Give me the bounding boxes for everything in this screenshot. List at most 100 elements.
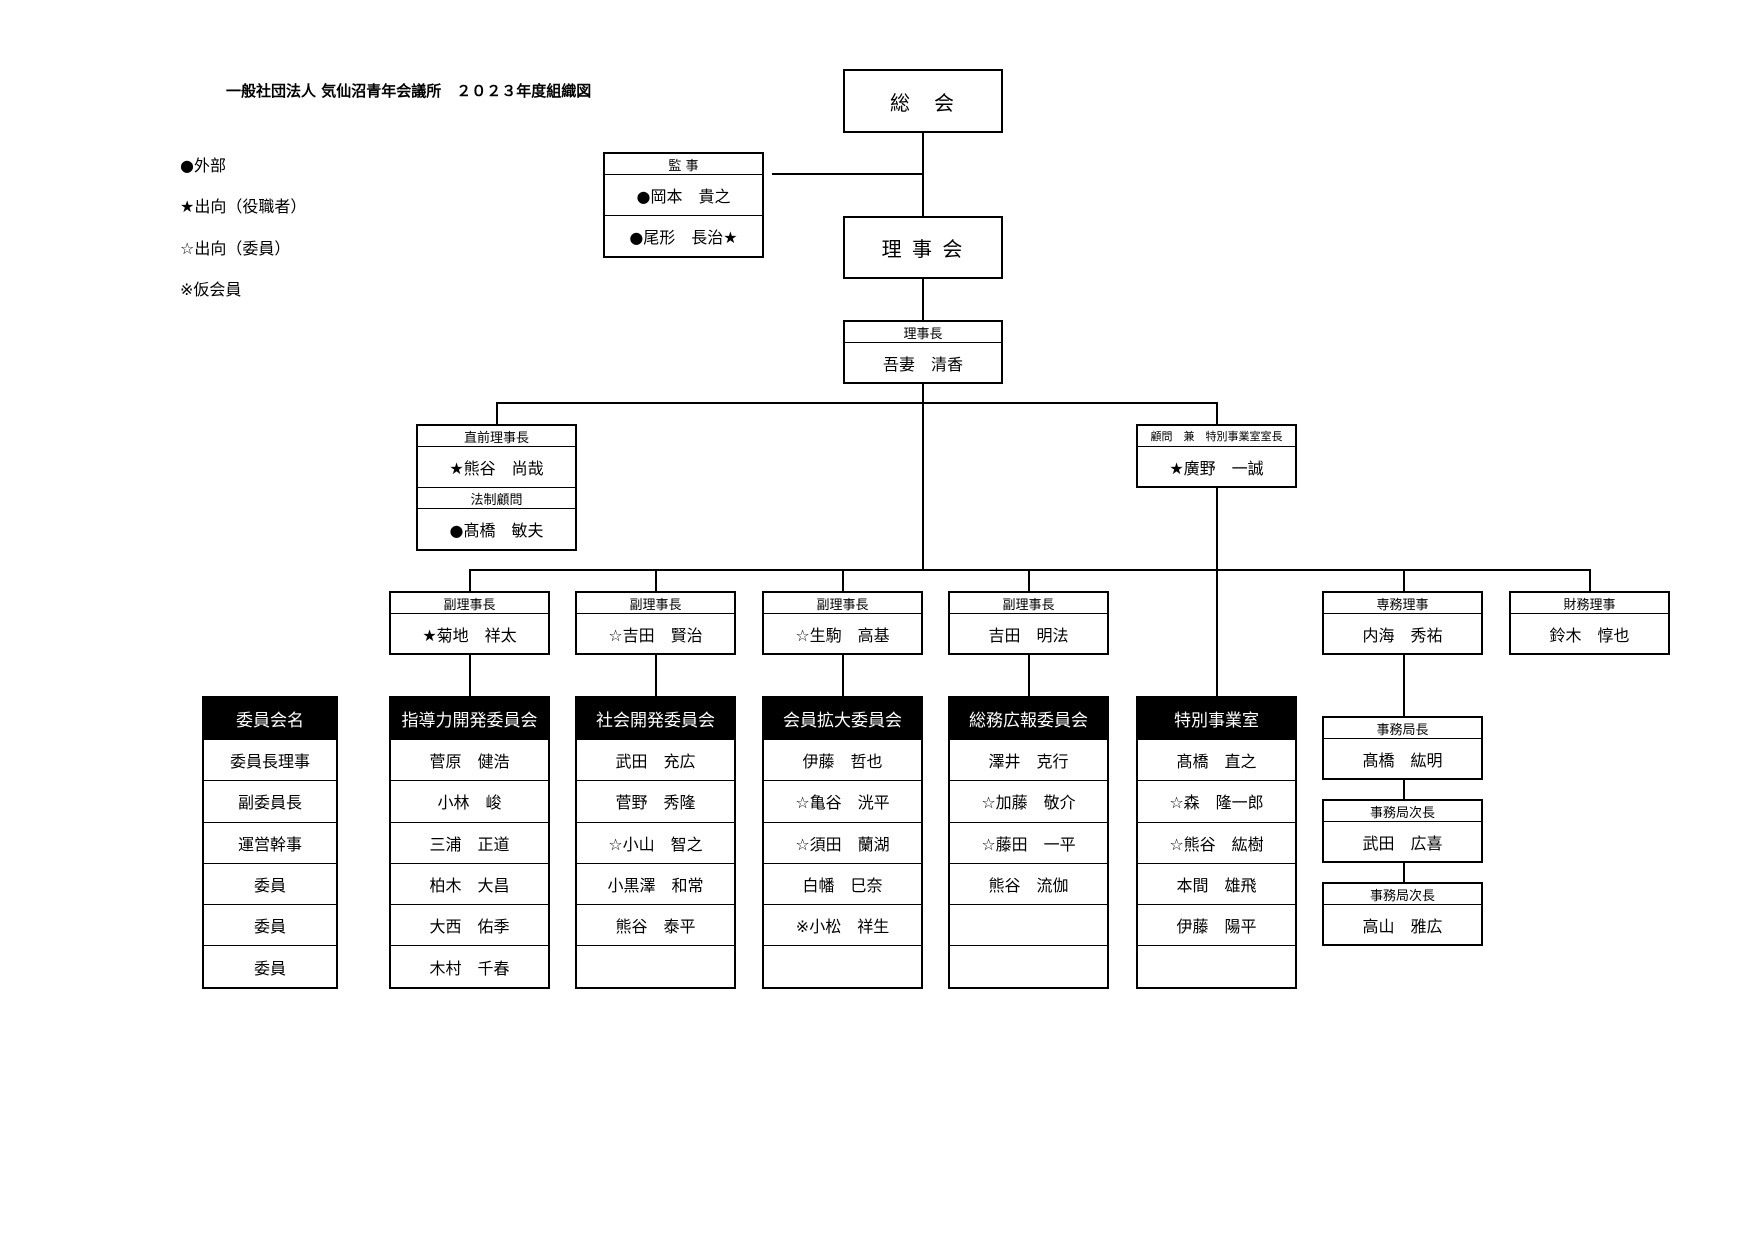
committee-title: 社会開発委員会	[577, 698, 734, 739]
committee-member: 白幡 巳奈	[764, 862, 921, 904]
committee-member	[950, 945, 1107, 986]
committee-column: 特別事業室 髙橋 直之 ☆森 隆一郎 ☆熊谷 紘樹 本間 雄飛 伊藤 陽平	[1136, 696, 1297, 989]
committee-title: 総務広報委員会	[950, 698, 1107, 739]
auditor-name: ●岡本 貴之	[605, 174, 762, 215]
committee-member: 熊谷 流伽	[950, 862, 1107, 904]
committee-member: 大西 佑季	[391, 904, 548, 945]
committee-member: 本間 雄飛	[1138, 862, 1295, 904]
past-president-box: 直前理事長 ★熊谷 尚哉 法制顧問 ●髙橋 敏夫	[416, 424, 577, 551]
executive-director-box: 専務理事 内海 秀祐	[1322, 591, 1483, 655]
committee-column: 社会開発委員会 武田 充広 菅野 秀隆 ☆小山 智之 小黒澤 和常 熊谷 泰平	[575, 696, 736, 989]
committee-member: ☆藤田 一平	[950, 821, 1107, 863]
committee-member: 髙橋 直之	[1138, 739, 1295, 780]
committee-member	[950, 904, 1107, 945]
executive-director-header: 専務理事	[1376, 597, 1429, 613]
president-box: 理事長 吾妻 清香	[843, 320, 1003, 384]
vice-president-header: 副理事長	[1002, 597, 1055, 613]
advisor-name: ★廣野 一誠	[1138, 446, 1295, 486]
committee-member: ☆亀谷 洸平	[764, 780, 921, 821]
finance-director-box: 財務理事 鈴木 惇也	[1509, 591, 1670, 655]
committee-role: 副委員長	[204, 780, 336, 821]
executive-director-name: 内海 秀祐	[1324, 613, 1481, 653]
secretariat-head-box: 事務局長 髙橋 紘明	[1322, 716, 1483, 780]
page-title: 一般社団法人 気仙沼青年会議所 ２０２３年度組織図	[226, 82, 592, 100]
vice-president-header: 副理事長	[629, 597, 682, 613]
committee-member: 菅原 健浩	[391, 739, 548, 780]
connector-line	[1216, 487, 1218, 697]
committee-member: 三浦 正道	[391, 821, 548, 863]
secretariat-deputy-header: 事務局次長	[1369, 888, 1435, 904]
president-name: 吾妻 清香	[845, 342, 1001, 382]
connector-line	[1403, 654, 1405, 716]
committee-title: 特別事業室	[1138, 698, 1295, 739]
committee-member: ☆熊谷 紘樹	[1138, 821, 1295, 863]
connector-line	[922, 278, 924, 320]
committee-member: 菅野 秀隆	[577, 780, 734, 821]
auditor-name: ●尾形 長治★	[605, 215, 762, 256]
auditor-header: 監 事	[668, 158, 699, 174]
legal-advisor-name: ●髙橋 敏夫	[418, 508, 575, 549]
committee-column: 会員拡大委員会 伊藤 哲也 ☆亀谷 洸平 ☆須田 蘭湖 白幡 巳奈 ※小松 祥生	[762, 696, 923, 989]
vice-president-box: 副理事長 吉田 明法	[948, 591, 1109, 655]
committee-member: ☆森 隆一郎	[1138, 780, 1295, 821]
finance-director-header: 財務理事	[1563, 597, 1616, 613]
general-assembly-box: 総 会	[843, 69, 1003, 133]
vice-president-name: ★菊地 祥太	[391, 613, 548, 653]
connector-line	[1028, 654, 1030, 697]
board-of-directors-box: 理 事 会	[843, 216, 1003, 279]
committee-member: 小林 峻	[391, 780, 548, 821]
connector-line	[1028, 569, 1030, 591]
committee-member: ☆小山 智之	[577, 821, 734, 863]
secretariat-head-header: 事務局長	[1376, 722, 1429, 738]
connector-line	[1589, 569, 1591, 591]
committee-member: 小黒澤 和常	[577, 862, 734, 904]
connector-line	[772, 173, 922, 175]
vice-president-box: 副理事長 ★菊地 祥太	[389, 591, 550, 655]
connector-line	[842, 569, 844, 591]
vice-president-header: 副理事長	[443, 597, 496, 613]
committee-role: 委員	[204, 904, 336, 945]
connector-line	[655, 654, 657, 697]
connector-line	[496, 402, 1217, 404]
secretariat-deputy-name: 武田 広喜	[1324, 821, 1481, 861]
connector-line	[469, 569, 471, 591]
committee-member: 澤井 克行	[950, 739, 1107, 780]
committee-member	[1138, 945, 1295, 986]
vice-president-name: ☆生駒 高基	[764, 613, 921, 653]
auditor-box: 監 事 ●岡本 貴之 ●尾形 長治★	[603, 152, 764, 258]
connector-line	[469, 654, 471, 697]
connector-line	[655, 569, 657, 591]
connector-line	[922, 383, 924, 570]
committee-member: 伊藤 陽平	[1138, 904, 1295, 945]
legend-secondment-officer: ★出向（役職者）	[180, 197, 307, 216]
committee-role: 委員	[204, 862, 336, 904]
finance-director-name: 鈴木 惇也	[1511, 613, 1668, 653]
legend-provisional-member: ※仮会員	[180, 280, 242, 299]
committee-member	[764, 945, 921, 986]
legend-external: ●外部	[180, 156, 226, 175]
vice-president-name: 吉田 明法	[950, 613, 1107, 653]
legend-secondment-member: ☆出向（委員）	[180, 239, 291, 258]
past-president-name: ★熊谷 尚哉	[418, 446, 575, 487]
committee-member: 伊藤 哲也	[764, 739, 921, 780]
committee-member	[577, 945, 734, 986]
connector-line	[922, 132, 924, 216]
connector-line	[1403, 862, 1405, 883]
connector-line	[1403, 779, 1405, 800]
advisor-header: 顧問 兼 特別事業室室長	[1150, 430, 1283, 443]
general-assembly-label: 総 会	[890, 90, 956, 115]
vice-president-name: ☆吉田 賢治	[577, 613, 734, 653]
committee-member: ※小松 祥生	[764, 904, 921, 945]
committee-column: 総務広報委員会 澤井 克行 ☆加藤 敬介 ☆藤田 一平 熊谷 流伽	[948, 696, 1109, 989]
vice-president-box: 副理事長 ☆生駒 高基	[762, 591, 923, 655]
committee-member: 柏木 大昌	[391, 862, 548, 904]
vice-president-box: 副理事長 ☆吉田 賢治	[575, 591, 736, 655]
secretariat-deputy-header: 事務局次長	[1369, 805, 1435, 821]
committee-member: 武田 充広	[577, 739, 734, 780]
vice-president-header: 副理事長	[816, 597, 869, 613]
committee-legend-column: 委員会名 委員長理事 副委員長 運営幹事 委員 委員 委員	[202, 696, 338, 989]
connector-line	[842, 654, 844, 697]
committee-title: 指導力開発委員会	[391, 698, 548, 739]
past-president-header: 直前理事長	[463, 430, 529, 446]
secretariat-deputy-name: 高山 雅広	[1324, 904, 1481, 944]
